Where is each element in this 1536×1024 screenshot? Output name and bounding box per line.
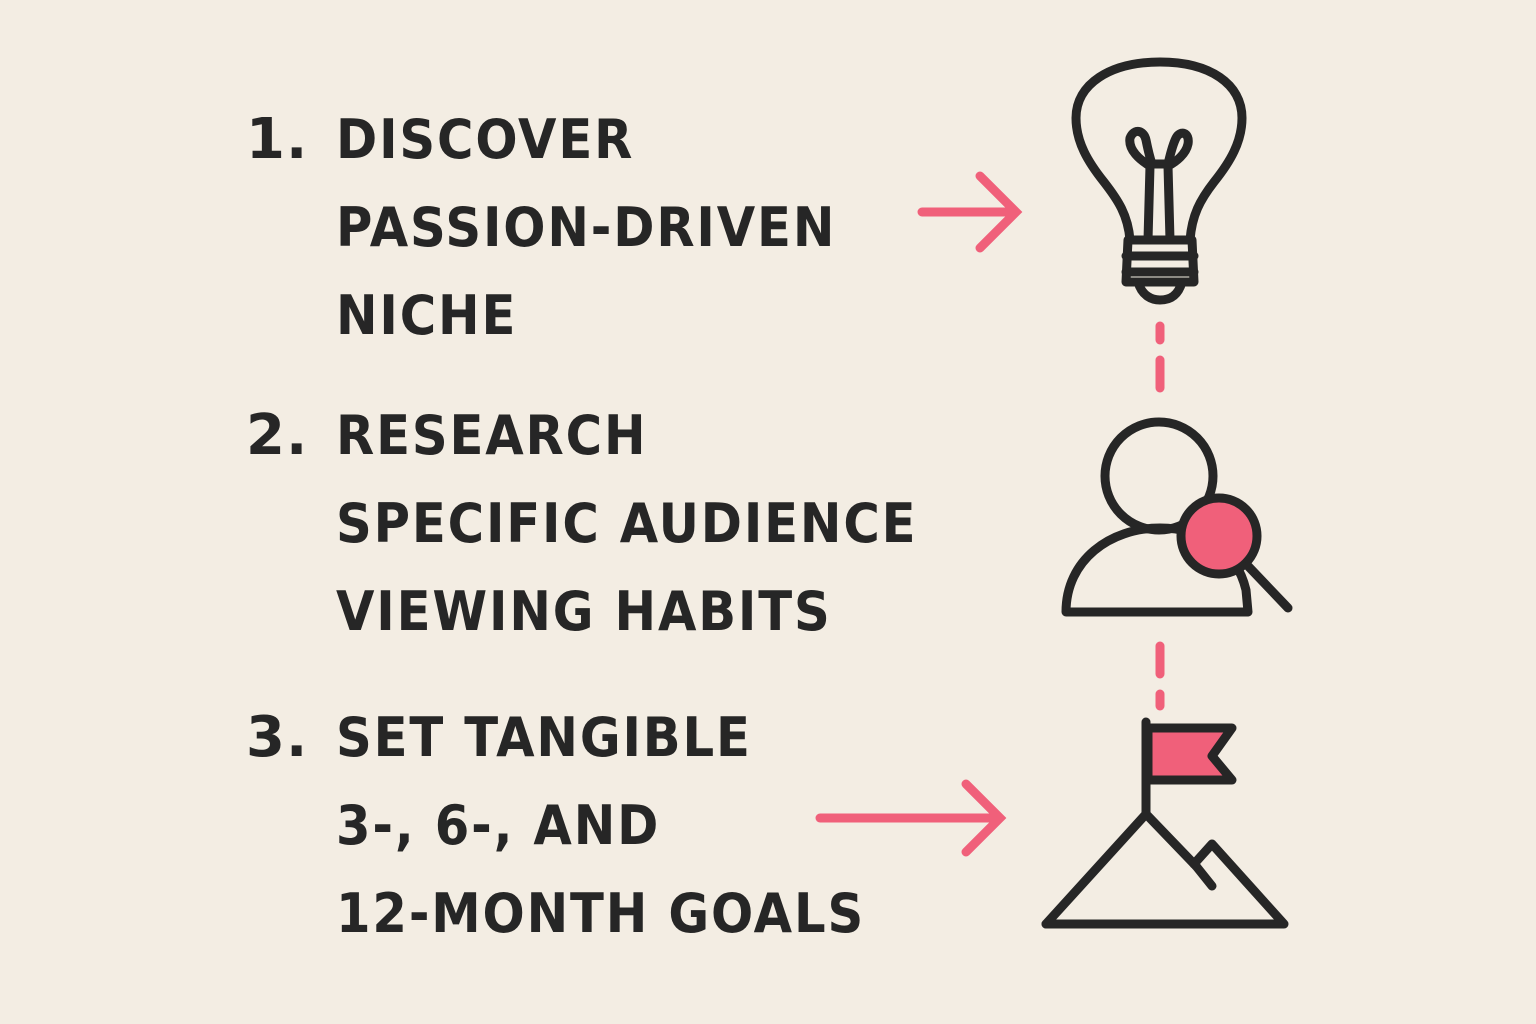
mountain-flag-icon	[1041, 717, 1289, 929]
step-text-line: VIEWING HABITS	[336, 580, 832, 643]
step-number: 3.	[246, 705, 309, 770]
step-text-line: SPECIFIC AUDIENCE	[336, 492, 918, 555]
step-text-line: 3-, 6-, AND	[336, 794, 661, 857]
user-search-icon	[1061, 417, 1293, 617]
step-text-line: SET TANGIBLE	[336, 706, 752, 769]
arrow-right-icon	[917, 171, 1023, 253]
step-text-line: PASSION-DRIVEN	[336, 196, 837, 259]
step-text-line: DISCOVER	[336, 108, 635, 171]
step-number: 1.	[246, 107, 309, 172]
step-text-line: RESEARCH	[336, 404, 648, 467]
step-text-line: NICHE	[336, 284, 518, 347]
arrow-right-icon	[815, 779, 1007, 857]
step-text-line: 12-MONTH GOALS	[336, 882, 866, 945]
lightbulb-icon	[1071, 57, 1247, 305]
step-number: 2.	[246, 403, 309, 468]
